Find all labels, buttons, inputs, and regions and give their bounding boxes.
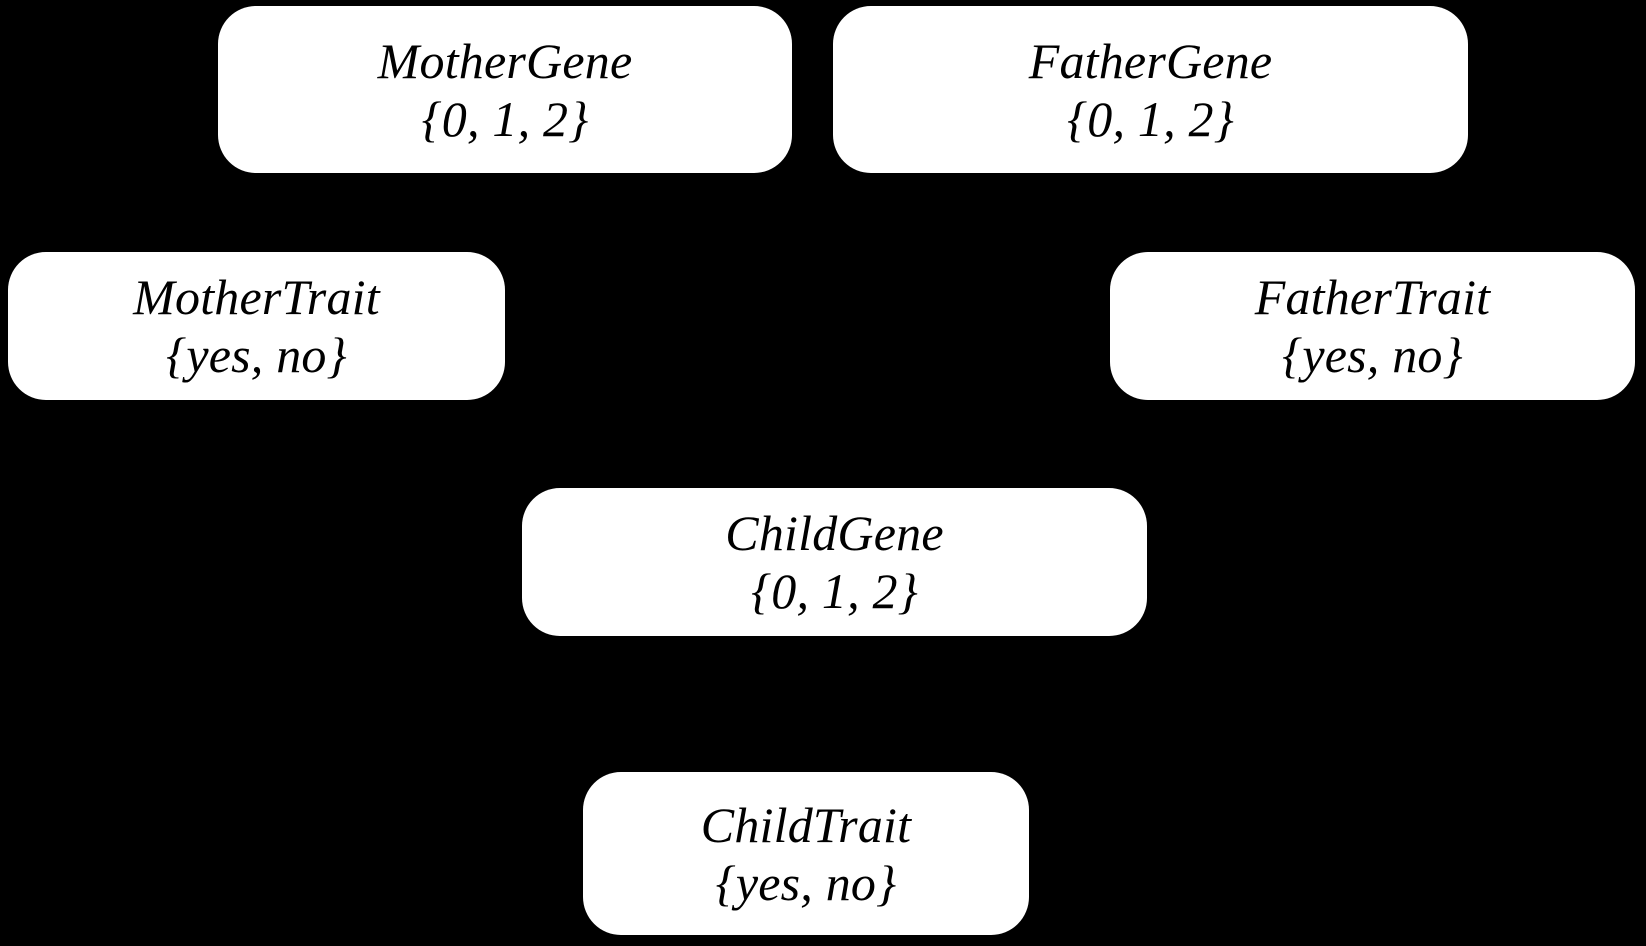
node-child-gene[interactable]: ChildGene {0, 1, 2} <box>522 488 1147 636</box>
node-mother-gene[interactable]: MotherGene {0, 1, 2} <box>218 6 792 173</box>
node-label-name: ChildTrait <box>700 796 912 853</box>
node-father-trait[interactable]: FatherTrait {yes, no} <box>1110 252 1635 400</box>
node-label-name: ChildGene <box>725 505 944 561</box>
node-label-domain: {yes, no} <box>1282 327 1463 383</box>
node-father-gene[interactable]: FatherGene {0, 1, 2} <box>833 6 1468 173</box>
node-label-name: MotherTrait <box>133 269 380 325</box>
node-label-domain: {0, 1, 2} <box>1067 90 1234 147</box>
node-label-domain: {yes, no} <box>715 854 897 911</box>
node-label-domain: {0, 1, 2} <box>421 90 589 147</box>
node-label-domain: {0, 1, 2} <box>751 563 918 619</box>
node-mother-trait[interactable]: MotherTrait {yes, no} <box>8 252 505 400</box>
node-label-name: MotherGene <box>377 32 633 89</box>
node-child-trait[interactable]: ChildTrait {yes, no} <box>583 772 1029 935</box>
node-label-domain: {yes, no} <box>166 327 347 383</box>
node-label-name: FatherTrait <box>1254 269 1491 325</box>
node-label-name: FatherGene <box>1028 32 1273 89</box>
